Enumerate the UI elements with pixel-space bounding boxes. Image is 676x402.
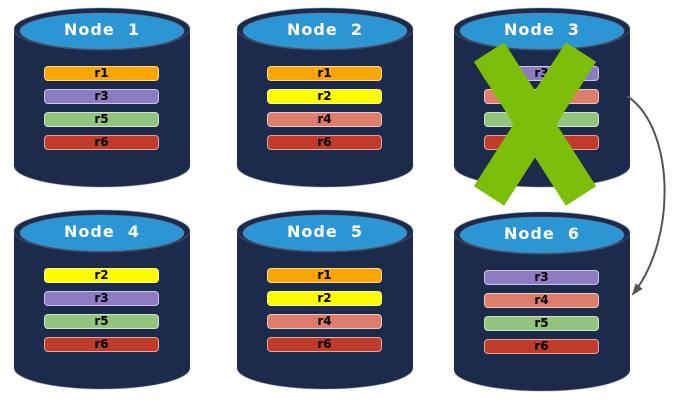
replica-rows: r1 r2 r4 r6 xyxy=(267,268,382,360)
row-label: r5 xyxy=(534,112,549,126)
replica-rows: r3 r4 r5 r6 xyxy=(484,66,599,158)
node-4: Node 4 r2 r3 r5 r6 xyxy=(12,209,192,392)
row-label: r1 xyxy=(317,66,332,80)
replica-row: r2 xyxy=(267,291,382,306)
node-title: Node 6 xyxy=(504,224,580,243)
replica-row: r3 xyxy=(484,270,599,285)
node-6: Node 6 r3 r4 r5 r6 xyxy=(452,211,632,394)
replica-rows: r3 r4 r5 r6 xyxy=(484,270,599,362)
node-5: Node 5 r1 r2 r4 r6 xyxy=(235,209,415,392)
replica-row: r6 xyxy=(44,135,159,150)
replica-row: r4 xyxy=(267,112,382,127)
replica-row: r6 xyxy=(267,337,382,352)
row-label: r3 xyxy=(534,270,549,284)
replica-row: r4 xyxy=(267,314,382,329)
replica-rows: r2 r3 r5 r6 xyxy=(44,268,159,360)
node-title: Node 4 xyxy=(64,222,140,241)
replica-row: r5 xyxy=(484,112,599,127)
replica-row: r2 xyxy=(267,89,382,104)
row-label: r5 xyxy=(94,314,109,328)
replica-row: r4 xyxy=(484,89,599,104)
node-2: Node 2 r1 r2 r4 r6 xyxy=(235,7,415,190)
row-label: r4 xyxy=(317,314,332,328)
replica-row: r3 xyxy=(44,291,159,306)
replica-row: r3 xyxy=(44,89,159,104)
replica-row: r4 xyxy=(484,293,599,308)
replica-rows: r1 r3 r5 r6 xyxy=(44,66,159,158)
row-label: r2 xyxy=(94,268,109,282)
row-label: r3 xyxy=(94,291,109,305)
node-3: Node 3 r3 r4 r5 r6 xyxy=(452,7,632,206)
replica-row: r5 xyxy=(44,314,159,329)
replica-row: r5 xyxy=(484,316,599,331)
row-label: r2 xyxy=(317,89,332,103)
row-label: r1 xyxy=(94,66,109,80)
row-label: r4 xyxy=(317,112,332,126)
replica-row: r1 xyxy=(267,66,382,81)
row-label: r6 xyxy=(534,135,549,149)
node-title: Node 2 xyxy=(287,20,363,39)
node-title: Node 3 xyxy=(504,20,580,39)
replica-row: r1 xyxy=(267,268,382,283)
row-label: r6 xyxy=(317,135,332,149)
database-cylinder-icon xyxy=(236,209,414,390)
row-label: r4 xyxy=(534,89,549,103)
row-label: r3 xyxy=(94,89,109,103)
row-label: r6 xyxy=(317,337,332,351)
row-label: r6 xyxy=(94,135,109,149)
replica-row: r6 xyxy=(267,135,382,150)
row-label: r4 xyxy=(534,293,549,307)
replica-row: r3 xyxy=(484,66,599,81)
row-label: r3 xyxy=(534,66,549,80)
row-label: r1 xyxy=(317,268,332,282)
row-label: r5 xyxy=(94,112,109,126)
row-label: r6 xyxy=(534,339,549,353)
replica-row: r6 xyxy=(484,135,599,150)
node-title: Node 1 xyxy=(64,20,140,39)
row-label: r2 xyxy=(317,291,332,305)
node-1: Node 1 r1 r3 r5 r6 xyxy=(12,7,192,190)
node-title: Node 5 xyxy=(287,222,363,241)
replica-row: r6 xyxy=(44,337,159,352)
replica-rows: r1 r2 r4 r6 xyxy=(267,66,382,158)
replica-row: r1 xyxy=(44,66,159,81)
row-label: r6 xyxy=(94,337,109,351)
replica-row: r2 xyxy=(44,268,159,283)
replica-row: r5 xyxy=(44,112,159,127)
replica-row: r6 xyxy=(484,339,599,354)
row-label: r5 xyxy=(534,316,549,330)
